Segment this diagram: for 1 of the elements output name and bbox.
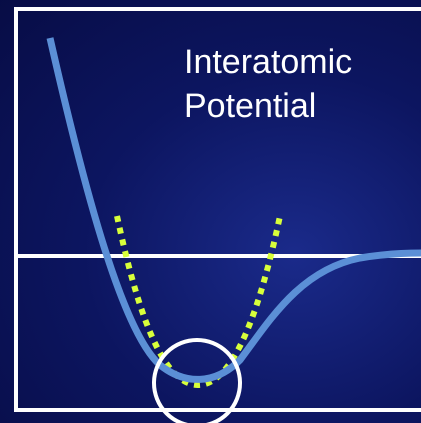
- diagram-title: Interatomic Potential: [184, 42, 354, 127]
